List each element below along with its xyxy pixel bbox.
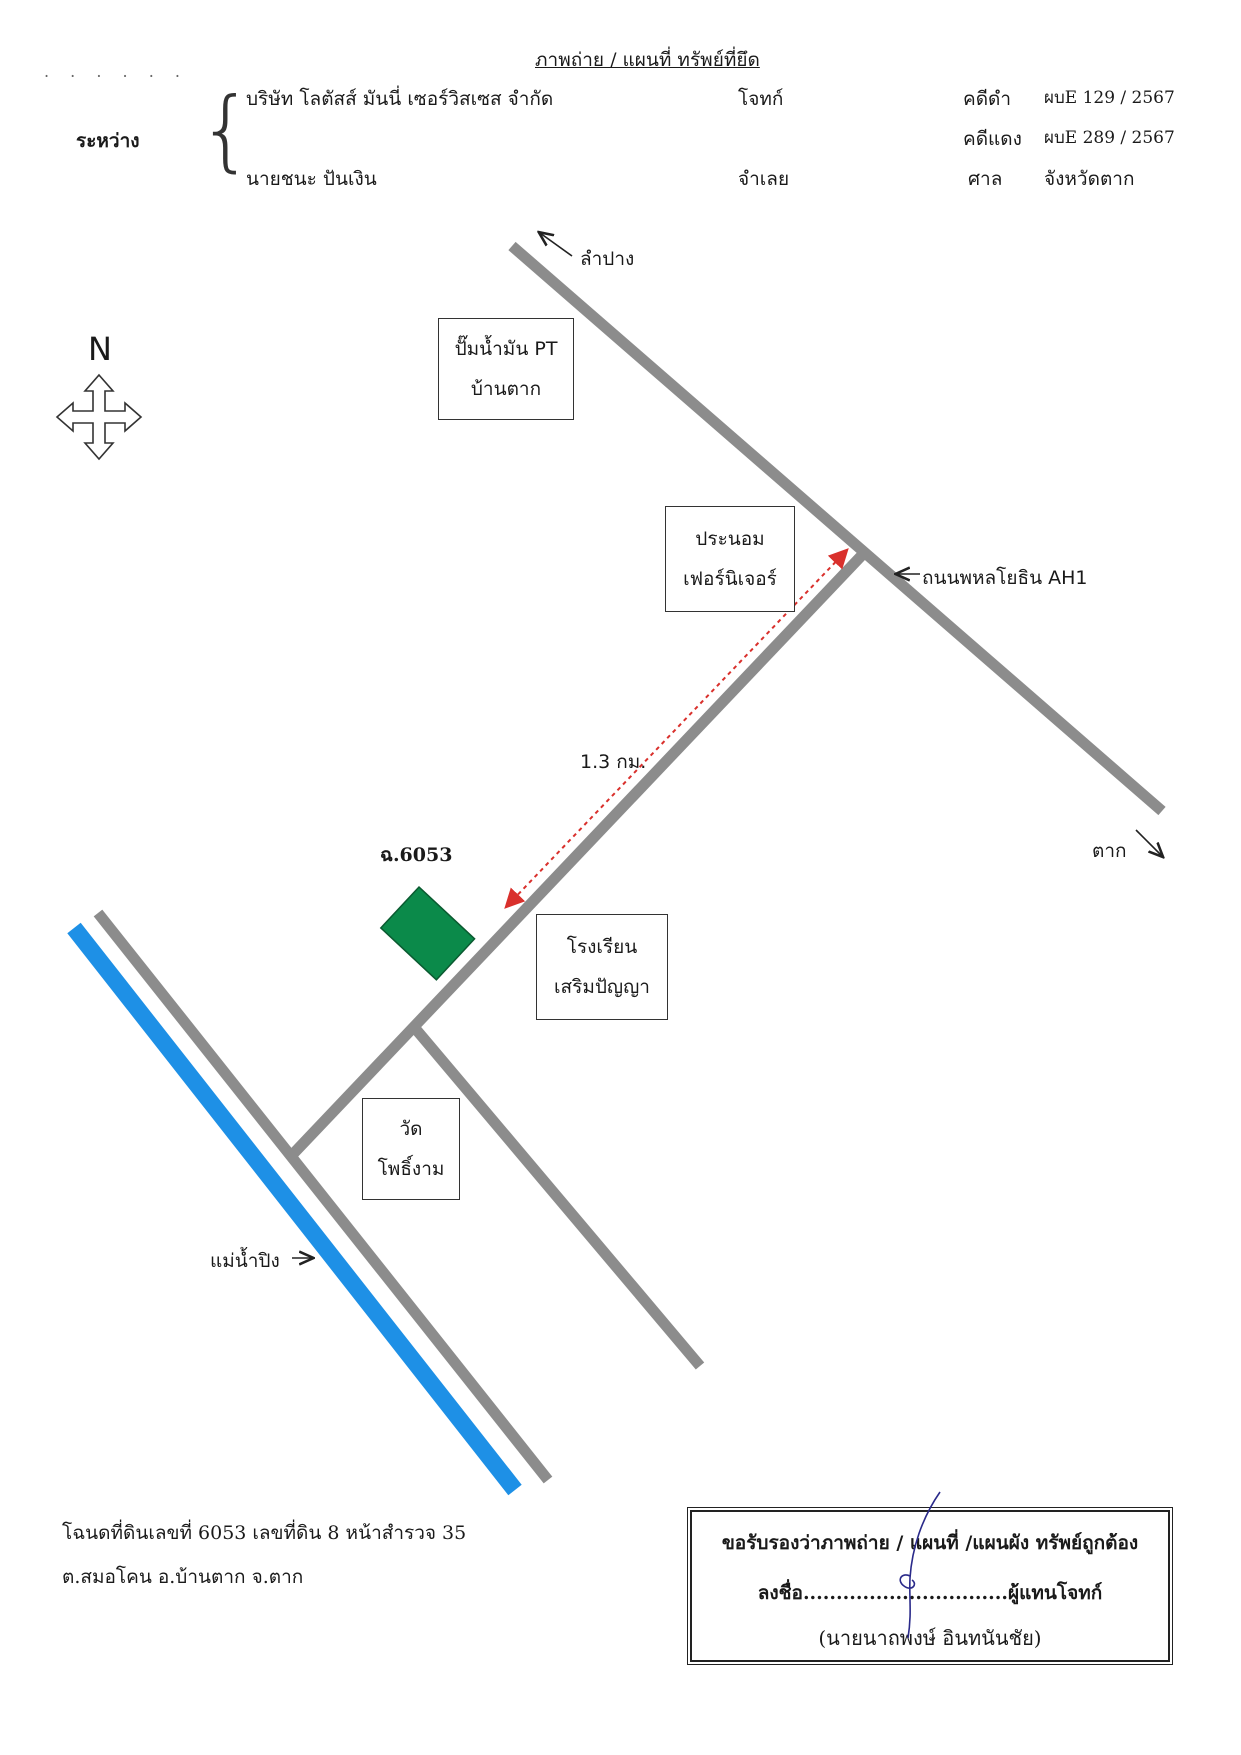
pt-station-line2: บ้านตาก — [470, 378, 542, 400]
temple-line1: วัด — [399, 1118, 423, 1140]
furniture-shop-box: ประนอม เฟอร์นิเจอร์ — [665, 506, 795, 612]
distance-label: 1.3 กม. — [580, 751, 647, 773]
plaintiff-name: บริษัท โลตัสส์ มันนี่ เซอร์วิสเซส จำกัด — [246, 88, 554, 110]
defendant-role: จำเลย — [738, 168, 790, 190]
temple-side-road — [409, 1023, 705, 1370]
black-case-label: คดีดำ — [963, 88, 1012, 110]
deed-info-line1: โฉนดที่ดินเลขที่ 6053 เลขที่ดิน 8 หน้าสำ… — [62, 1522, 467, 1544]
compass-arrows-icon — [55, 373, 143, 461]
pt-station-box: ปั๊มน้ำมัน PT บ้านตาก — [438, 318, 574, 420]
school-box: โรงเรียน เสริมปัญญา — [536, 914, 668, 1020]
ping-river — [67, 922, 522, 1496]
signature-mark — [899, 1491, 941, 1639]
defendant-name: นายชนะ ปันเงิน — [246, 168, 377, 190]
brace-icon: { — [198, 78, 254, 181]
black-case-number: ผบE 129 / 2567 — [1044, 88, 1175, 108]
certification-box: ขอรับรองว่าภาพถ่าย / แผนที่ /แผนผัง ทรัพ… — [687, 1491, 1173, 1665]
court-name: จังหวัดตาก — [1044, 168, 1135, 190]
lampang-arrow-icon — [540, 233, 573, 257]
tak-arrow-icon — [1135, 829, 1162, 856]
between-label: ระหว่าง — [76, 130, 140, 152]
red-case-label: คดีแดง — [963, 128, 1022, 150]
school-line2: เสริมปัญญา — [554, 976, 650, 998]
school-line1: โรงเรียน — [566, 936, 638, 958]
header-dots: . . . . . . — [44, 62, 188, 81]
furniture-line2: เฟอร์นิเจอร์ — [683, 568, 777, 590]
plaintiff-role: โจทก์ — [738, 88, 784, 110]
temple-box: วัด โพธิ์งาม — [362, 1098, 460, 1200]
highway-label: ถนนพหลโยธิน AH1 — [922, 567, 1088, 589]
red-case-number: ผบE 289 / 2567 — [1044, 128, 1175, 148]
road-along-river — [93, 909, 553, 1484]
temple-line2: โพธิ์งาม — [377, 1158, 445, 1180]
certification-statement: ขอรับรองว่าภาพถ่าย / แผนที่ /แผนผัง ทรัพ… — [721, 1532, 1139, 1554]
plot-label: ฉ.6053 — [380, 844, 453, 866]
land-plot-6053 — [379, 885, 476, 981]
to-tak-label: ตาก — [1092, 840, 1127, 862]
deed-info-line2: ต.สมอโคน อ.บ้านตาก จ.ตาก — [62, 1566, 304, 1588]
certification-signer: (นายนาถพงษ์ อินทนันชัย) — [818, 1626, 1042, 1650]
river-label: แม่น้ำปิง — [210, 1250, 280, 1272]
pt-station-line1: ปั๊มน้ำมัน PT — [454, 338, 558, 360]
court-label: ศาล — [968, 168, 1003, 190]
highway-ah1 — [508, 241, 1166, 816]
page-title: ภาพถ่าย / แผนที่ ทรัพย์ที่ยึด — [535, 49, 760, 71]
certification-sign-line: ลงชื่อ...............................ผู้… — [757, 1582, 1103, 1604]
compass-north-label: N — [88, 330, 112, 368]
furniture-line1: ประนอม — [695, 528, 765, 550]
to-lampang-label: ลำปาง — [580, 248, 635, 270]
